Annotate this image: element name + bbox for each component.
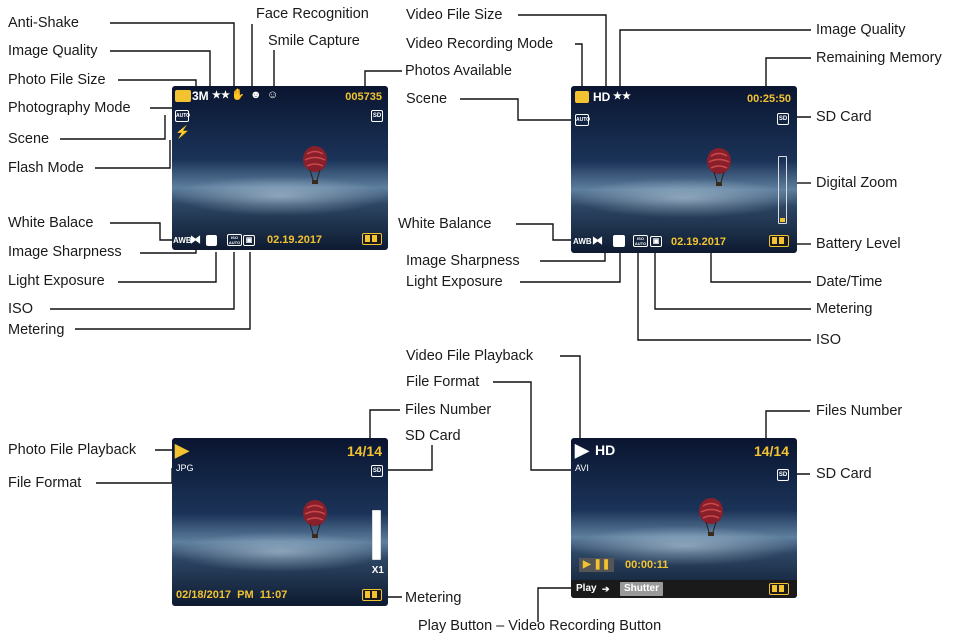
label-photo-file-playback: Photo File Playback: [8, 442, 137, 458]
label-video-file-size: Video File Size: [406, 7, 503, 23]
label-video-recording-mode: Video Recording Mode: [406, 36, 554, 52]
label-files-number: Files Number: [405, 402, 492, 418]
iso-icon: ISO AUTO: [227, 234, 242, 246]
label-metering: Metering: [405, 590, 462, 606]
battery-icon: [362, 589, 382, 601]
sd-card-icon: SD: [371, 110, 383, 122]
label-light-exposure: Light Exposure: [406, 274, 503, 290]
video-playback-screen: ▶ HD AVI 14/14 SD ▶ ❚❚ 00:00:11 Play ➔ S…: [571, 438, 797, 598]
label-sd-card: SD Card: [816, 466, 872, 482]
balloon-icon: [303, 146, 327, 184]
video-resolution: HD: [595, 442, 616, 458]
label-smile-capture: Smile Capture: [268, 33, 360, 49]
label-metering: Metering: [816, 301, 873, 317]
video-quality-stars: ★★: [613, 91, 631, 102]
photo-datetime: 02/18/2017 PM 11:07: [176, 589, 288, 601]
face-recognition-icon: ☻: [250, 89, 262, 101]
sd-card-icon: SD: [777, 113, 789, 125]
scene-icon: AUTO: [575, 114, 590, 126]
label-scene: Scene: [406, 91, 448, 107]
label-sd-card: SD Card: [405, 428, 461, 444]
battery-icon: [769, 235, 789, 247]
label-digital-zoom: Digital Zoom: [816, 175, 898, 191]
label-photos-available: Photos Available: [405, 63, 512, 79]
label-iso: ISO: [816, 332, 841, 348]
remaining-time: 00:25:50: [746, 93, 791, 105]
label-play-shutter-buttons: Play Button – Video Recording Button: [418, 618, 662, 634]
scene-icon: AUTO: [175, 110, 190, 122]
label-metering: Metering: [8, 322, 65, 338]
file-format: AVI: [575, 463, 589, 473]
label-image-sharpness: Image Sharpness: [406, 253, 520, 269]
label-photography-mode: Photography Mode: [8, 100, 131, 116]
balloon-icon: [707, 148, 731, 186]
white-balance-icon: AWB: [173, 236, 192, 245]
label-flash-mode: Flash Mode: [8, 160, 84, 176]
files-number: 14/14: [753, 443, 789, 459]
label-white-balance: White Balace: [8, 215, 94, 231]
photos-available: 005735: [345, 91, 382, 103]
photo-mode-screen: 3M ★★ ✋ ☻ ☺ 005735 AUTO ⚡ SD AWB ⧓ ISO A…: [172, 86, 388, 250]
zoom-level: X1: [371, 565, 384, 576]
arrow-icon: ➔: [602, 584, 610, 594]
camera-mode-icon: [175, 90, 191, 102]
balloon-icon: [303, 500, 327, 538]
files-number: 14/14: [346, 443, 382, 459]
video-date: 02.19.2017: [671, 236, 727, 248]
video-mode-screen: HD ★★ 00:25:50 AUTO SD AWB ⧓ ISO AUTO ▣ …: [571, 86, 797, 253]
label-face-recognition: Face Recognition: [256, 6, 369, 22]
sd-card-icon: SD: [777, 469, 789, 481]
photo-file-size: 3M: [192, 89, 209, 103]
play-icon: ▶: [175, 440, 189, 460]
metering-icon: ▣: [650, 236, 662, 247]
file-format: JPG: [176, 463, 194, 473]
image-quality-stars: ★★: [212, 90, 230, 101]
balloon-icon: [699, 498, 723, 536]
label-file-format: File Format: [8, 475, 82, 491]
video-resolution: HD: [593, 90, 611, 104]
label-image-sharpness: Image Sharpness: [8, 244, 122, 260]
label-file-format: File Format: [406, 374, 480, 390]
sharpness-icon: ⧓: [592, 235, 603, 247]
battery-icon: [769, 583, 789, 595]
exposure-icon: [613, 235, 625, 247]
elapsed-time: 00:00:11: [625, 559, 669, 571]
play-button[interactable]: Play: [576, 583, 597, 594]
label-iso: ISO: [8, 301, 33, 317]
video-mode-icon: [575, 91, 589, 103]
play-icon: ▶: [575, 440, 589, 460]
iso-icon: ISO AUTO: [633, 235, 648, 247]
sharpness-icon: ⧓: [190, 234, 201, 246]
label-date-time: Date/Time: [816, 274, 883, 290]
metering-icon: ▣: [243, 235, 255, 246]
label-white-balance: White Balance: [398, 216, 492, 232]
label-files-number: Files Number: [816, 403, 903, 419]
label-photo-file-size: Photo File Size: [8, 72, 106, 88]
label-image-quality: Image Quality: [8, 43, 98, 59]
label-image-quality: Image Quality: [816, 22, 906, 38]
anti-shake-icon: ✋: [231, 89, 245, 101]
photo-playback-screen: ▶ JPG 14/14 SD X1 02/18/2017 PM 11:07: [172, 438, 388, 606]
label-battery-level: Battery Level: [816, 236, 901, 252]
smile-capture-icon: ☺: [267, 89, 279, 101]
shutter-button[interactable]: Shutter: [620, 582, 663, 596]
label-scene: Scene: [8, 131, 50, 147]
pause-button[interactable]: ▶ ❚❚: [579, 558, 615, 572]
label-light-exposure: Light Exposure: [8, 273, 105, 289]
flash-mode-icon: ⚡: [175, 125, 190, 139]
photo-date: 02.19.2017: [267, 234, 323, 246]
label-video-file-playback: Video File Playback: [406, 348, 534, 364]
exposure-icon: [206, 235, 217, 246]
label-sd-card: SD Card: [816, 109, 872, 125]
sd-card-icon: SD: [371, 465, 383, 477]
label-anti-shake: Anti-Shake: [8, 15, 79, 31]
white-balance-icon: AWB: [573, 237, 592, 246]
battery-icon: [362, 233, 382, 245]
zoom-bar: [372, 510, 381, 560]
label-remaining-memory: Remaining Memory: [816, 50, 942, 66]
digital-zoom-bar: [778, 156, 787, 224]
